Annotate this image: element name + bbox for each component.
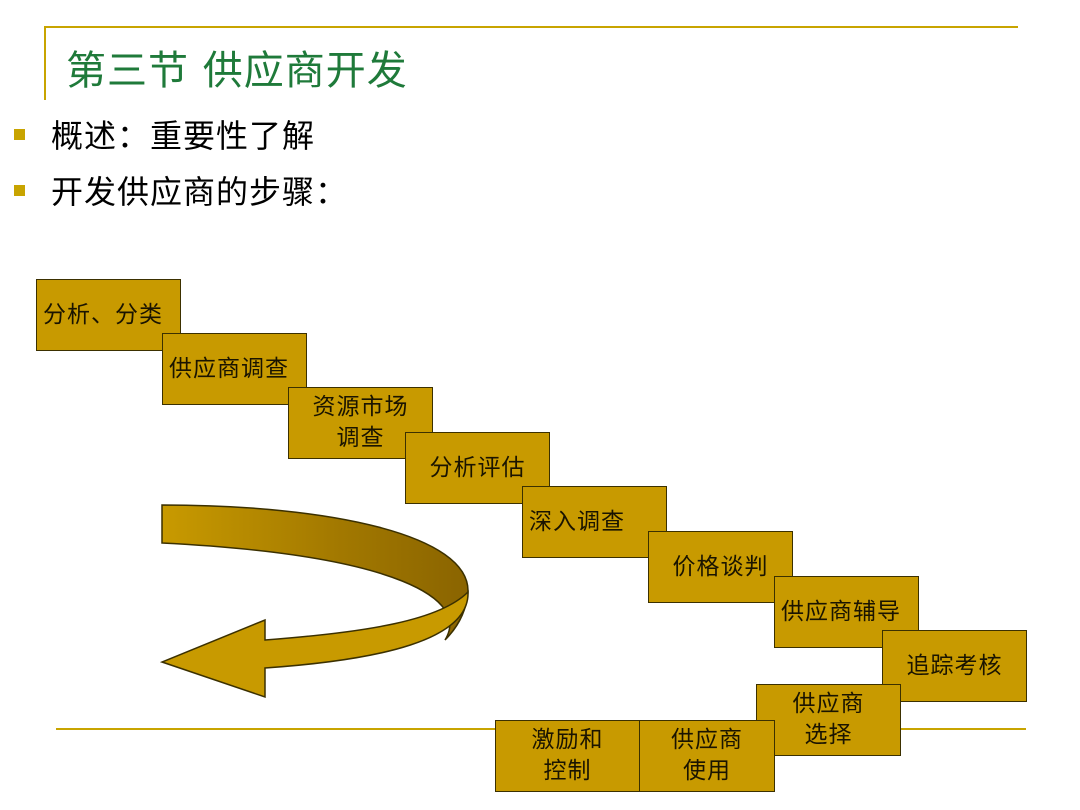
step-supplier-survey: 供应商调查 <box>162 333 307 405</box>
step-tracking-assessment: 追踪考核 <box>882 630 1027 702</box>
step-supplier-use: 供应商 使用 <box>639 720 775 792</box>
step-analysis-classification: 分析、分类 <box>36 279 181 351</box>
step-price-negotiation: 价格谈判 <box>648 531 793 603</box>
step-supplier-selection: 供应商 选择 <box>756 684 901 756</box>
step-incentive-control: 激励和 控制 <box>495 720 640 792</box>
step-in-depth-survey: 深入调查 <box>522 486 667 558</box>
